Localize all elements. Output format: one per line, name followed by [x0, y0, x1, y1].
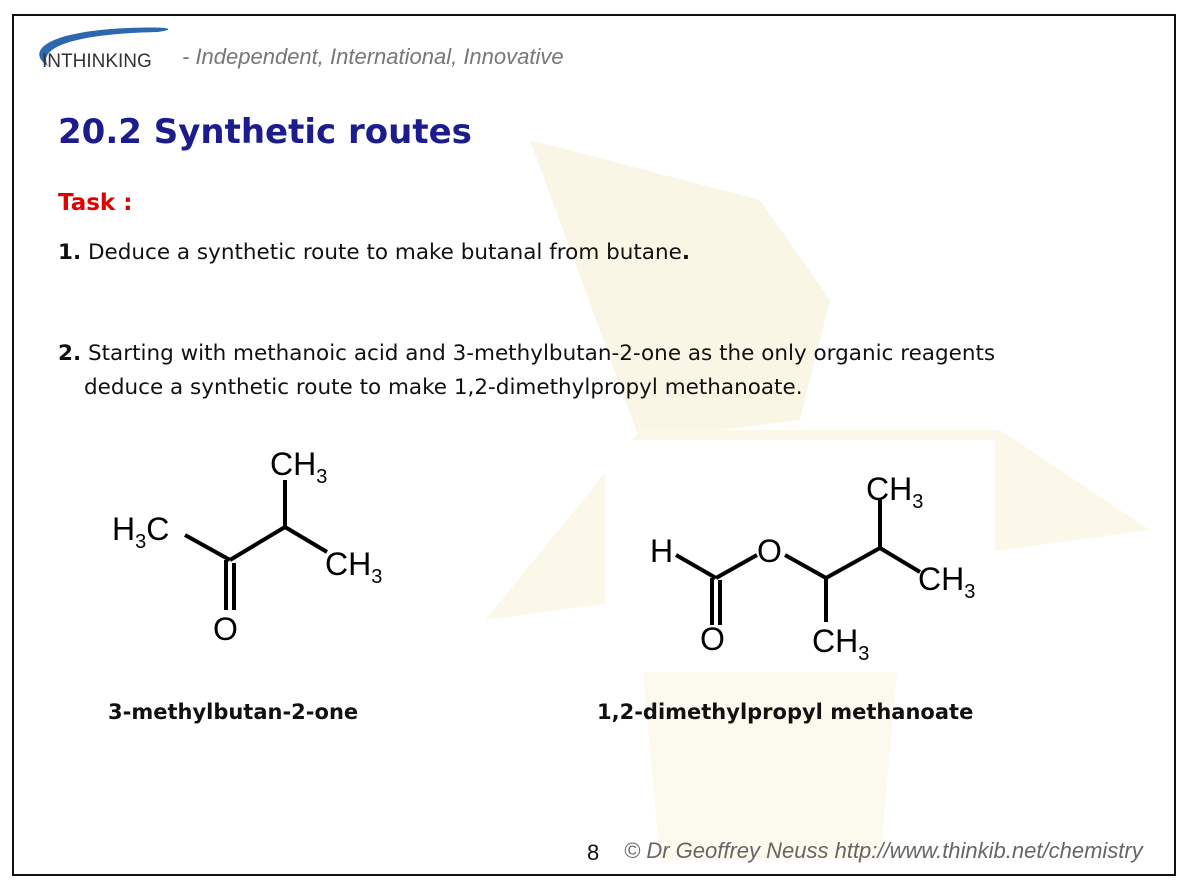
task-label: Task :	[58, 190, 133, 216]
svg-text:CH3: CH3	[918, 561, 975, 603]
svg-text:H3C: H3C	[112, 511, 169, 553]
svg-text:O: O	[213, 611, 238, 647]
svg-text:CH3: CH3	[325, 546, 382, 588]
svg-text:O: O	[700, 621, 725, 657]
footer-credit: © Dr Geoffrey Neuss http://www.thinkib.n…	[624, 838, 1143, 863]
svg-text:H: H	[650, 533, 673, 569]
question-1: 1. Deduce a synthetic route to make buta…	[58, 240, 691, 265]
page-title: 20.2 Synthetic routes	[58, 112, 472, 152]
inthinking-logo: INTHINKING	[39, 27, 169, 72]
caption-dimethylpropyl-methanoate: 1,2-dimethylpropyl methanoate	[597, 700, 974, 724]
svg-text:CH3: CH3	[812, 623, 869, 665]
svg-text:CH3: CH3	[270, 446, 327, 488]
tagline: - Independent, International, Innovative	[182, 44, 564, 69]
svg-text:INTHINKING: INTHINKING	[42, 51, 152, 72]
slide-frame	[12, 14, 1176, 876]
question-2: 2. Starting with methanoic acid and 3-me…	[58, 341, 996, 400]
caption-3-methylbutan-2-one: 3-methylbutan-2-one	[108, 700, 359, 724]
svg-text:CH3: CH3	[866, 471, 923, 513]
page-number: 8	[587, 840, 600, 865]
svg-text:O: O	[757, 533, 782, 569]
